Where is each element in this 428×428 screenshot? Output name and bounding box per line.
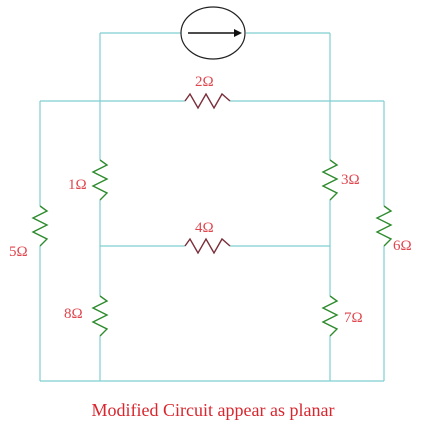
resistor-6-symbol <box>375 205 393 247</box>
current-source <box>180 6 246 60</box>
resistor-7-label: 7Ω <box>344 310 363 326</box>
resistor-4-label: 4Ω <box>195 220 214 236</box>
resistor-5-label: 5Ω <box>9 244 28 260</box>
resistor-2-label: 2Ω <box>195 74 214 90</box>
resistor-1-label: 1Ω <box>68 177 87 193</box>
resistor-8-symbol <box>91 295 109 337</box>
caption: Modified Circuit appear as planar <box>92 400 335 420</box>
resistor-4-symbol <box>184 237 231 255</box>
resistor-2-symbol <box>184 92 231 110</box>
arrow-head-icon <box>234 29 242 37</box>
resistor-6-label: 6Ω <box>393 238 412 254</box>
resistor-8-label: 8Ω <box>64 306 83 322</box>
resistor-5-symbol <box>31 205 49 247</box>
current-source-loop <box>99 32 331 160</box>
outer-frame <box>39 100 385 382</box>
inner-wires <box>99 200 331 381</box>
resistor-3-symbol <box>321 159 339 201</box>
resistor-7-symbol <box>321 295 339 337</box>
resistor-3-label: 3Ω <box>341 172 360 188</box>
resistor-1-symbol <box>91 159 109 201</box>
